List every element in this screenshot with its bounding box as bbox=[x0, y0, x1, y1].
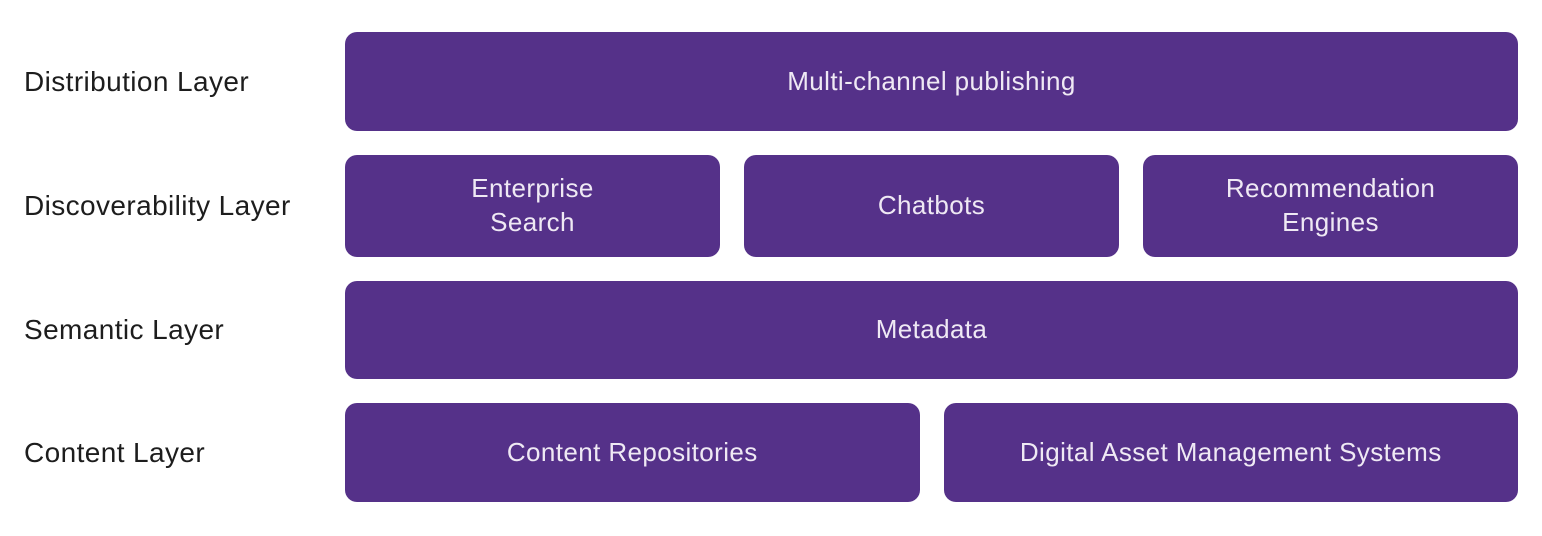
box-recommendation-engines: Recommendation Engines bbox=[1143, 155, 1518, 257]
layer-label-semantic: Semantic Layer bbox=[24, 314, 225, 345]
box-enterprise-search: Enterprise Search bbox=[345, 155, 720, 257]
box-multi-channel-publishing: Multi-channel publishing bbox=[345, 32, 1518, 131]
discoverability-layer-boxes: Enterprise Search Chatbots Recommendatio… bbox=[345, 155, 1518, 257]
layer-label-distribution: Distribution Layer bbox=[24, 65, 250, 97]
distribution-layer-boxes: Multi-channel publishing bbox=[345, 32, 1518, 131]
discoverability-layer-row: Discoverability Layer Enterprise Search … bbox=[0, 155, 1542, 257]
distribution-layer-row: Distribution Layer Multi-channel publish… bbox=[0, 32, 1542, 131]
box-content-repositories: Content Repositories bbox=[345, 403, 920, 502]
layer-label-discoverability: Discoverability Layer bbox=[24, 190, 291, 221]
semantic-layer-boxes: Metadata bbox=[345, 281, 1518, 379]
content-layer-row: Content Layer Content Repositories Digit… bbox=[0, 403, 1542, 502]
box-metadata: Metadata bbox=[345, 281, 1518, 379]
semantic-layer-row: Semantic Layer Metadata bbox=[0, 281, 1542, 379]
box-chatbots: Chatbots bbox=[744, 155, 1119, 257]
layer-label-content: Content Layer bbox=[24, 436, 206, 468]
box-digital-asset-management-systems: Digital Asset Management Systems bbox=[943, 403, 1518, 502]
content-layer-boxes: Content Repositories Digital Asset Manag… bbox=[345, 403, 1518, 502]
